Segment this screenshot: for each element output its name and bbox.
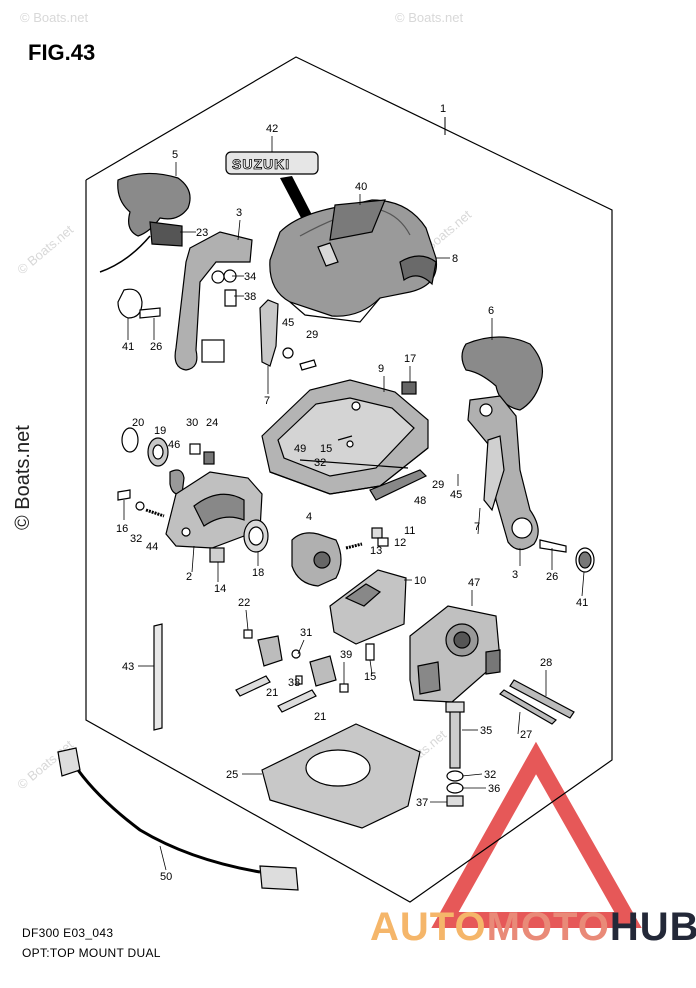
figure-name: OPT:TOP MOUNT DUAL	[22, 946, 161, 960]
figure-title: FIG.43	[28, 40, 96, 65]
callout-label: 12	[394, 537, 406, 549]
callout-label: 32	[314, 457, 326, 469]
callout-label: 41	[576, 597, 588, 609]
callout-label: 6	[488, 305, 494, 317]
callout-label: 9	[378, 363, 384, 375]
callout-label: 20	[132, 417, 144, 429]
callout-label: 31	[300, 627, 312, 639]
callout-label: 44	[146, 541, 158, 553]
callout-label: 18	[252, 567, 264, 579]
callout-label: 1	[440, 103, 446, 115]
callout-label: 30	[186, 417, 198, 429]
callout-label: 3	[236, 207, 242, 219]
callout-label: 5	[172, 149, 178, 161]
upper-bracket	[259, 299, 317, 371]
callout-label: 50	[160, 871, 172, 883]
callout-label: 40	[355, 181, 367, 193]
top-cover	[269, 199, 438, 323]
wire-harness	[57, 747, 299, 891]
left-base-assembly	[117, 427, 269, 563]
callout-label: 28	[540, 657, 552, 669]
cable-tie	[153, 623, 163, 731]
callout-label: 15	[364, 671, 376, 683]
callout-label: 10	[414, 575, 426, 587]
figure-code: DF300 E03_043	[22, 926, 114, 940]
callout-label: 29	[306, 329, 318, 341]
callout-label: 2	[186, 571, 192, 583]
brand-part-hub: HUB	[609, 905, 696, 949]
callout-label: 48	[414, 495, 426, 507]
right-lever-assembly	[461, 336, 595, 573]
callout-label: 7	[264, 395, 270, 407]
watermark: © Boats.net	[395, 10, 464, 25]
callout-label: 36	[488, 783, 500, 795]
callout-label: 21	[266, 687, 278, 699]
callout-label: 32	[130, 533, 142, 545]
brand-part-moto: MOTO	[486, 905, 610, 949]
brand-logo: AUTOMOTOHUB	[370, 905, 696, 950]
callout-label: 25	[226, 769, 238, 781]
callout-label: 16	[116, 523, 128, 535]
callout-label: 14	[214, 583, 226, 595]
callout-label: 4	[306, 511, 312, 523]
callout-label: 46	[168, 439, 180, 451]
callout-label: 47	[468, 577, 480, 589]
callout-label: 39	[340, 649, 352, 661]
brand-part-auto: AUTO	[370, 905, 487, 949]
callout-label: 27	[520, 729, 532, 741]
watermark: © Boats.net	[14, 222, 76, 278]
long-bolts	[445, 679, 575, 807]
callout-label: 41	[122, 341, 134, 353]
center-mechanism	[291, 527, 501, 703]
leader-lines	[123, 136, 585, 871]
callout-label: 38	[244, 291, 256, 303]
callout-label: 29	[432, 479, 444, 491]
callout-label: 26	[150, 341, 162, 353]
callout-label: 24	[206, 417, 218, 429]
callout-label: 49	[294, 443, 306, 455]
base-gasket	[261, 723, 421, 829]
callout-label: 8	[452, 253, 458, 265]
callout-label: 7	[474, 521, 480, 533]
callout-label: 37	[416, 797, 428, 809]
callout-label: 11	[404, 525, 415, 537]
callout-label: 3	[512, 569, 518, 581]
callout-label: 43	[122, 661, 134, 673]
callout-labels: 1 42 5 40 3 23 8 34 38 41 26 45 29 7 6 1…	[116, 103, 588, 883]
main-housing	[261, 379, 429, 501]
callout-label: 45	[282, 317, 294, 329]
callout-label: 34	[244, 271, 256, 283]
callout-label: 13	[370, 545, 382, 557]
brand-triangle-logo	[431, 741, 642, 928]
callout-label: 21	[314, 711, 326, 723]
left-lever-assembly	[99, 172, 253, 371]
callout-label: 15	[320, 443, 332, 455]
emblem-text: SUZUKI	[232, 156, 290, 172]
assembly-frame	[85, 56, 613, 903]
callout-label: 35	[480, 725, 492, 737]
callout-label: 23	[196, 227, 208, 239]
callout-label: 19	[154, 425, 166, 437]
callout-label: 33	[288, 677, 300, 689]
callout-label: 26	[546, 571, 558, 583]
side-watermark: © Boats.net	[12, 425, 34, 530]
callout-label: 17	[404, 353, 416, 365]
callout-label: 42	[266, 123, 278, 135]
watermark: © Boats.net	[20, 10, 89, 25]
switch-parts	[235, 629, 375, 713]
callout-label: 22	[238, 597, 250, 609]
callout-label: 32	[484, 769, 496, 781]
callout-label: 45	[450, 489, 462, 501]
